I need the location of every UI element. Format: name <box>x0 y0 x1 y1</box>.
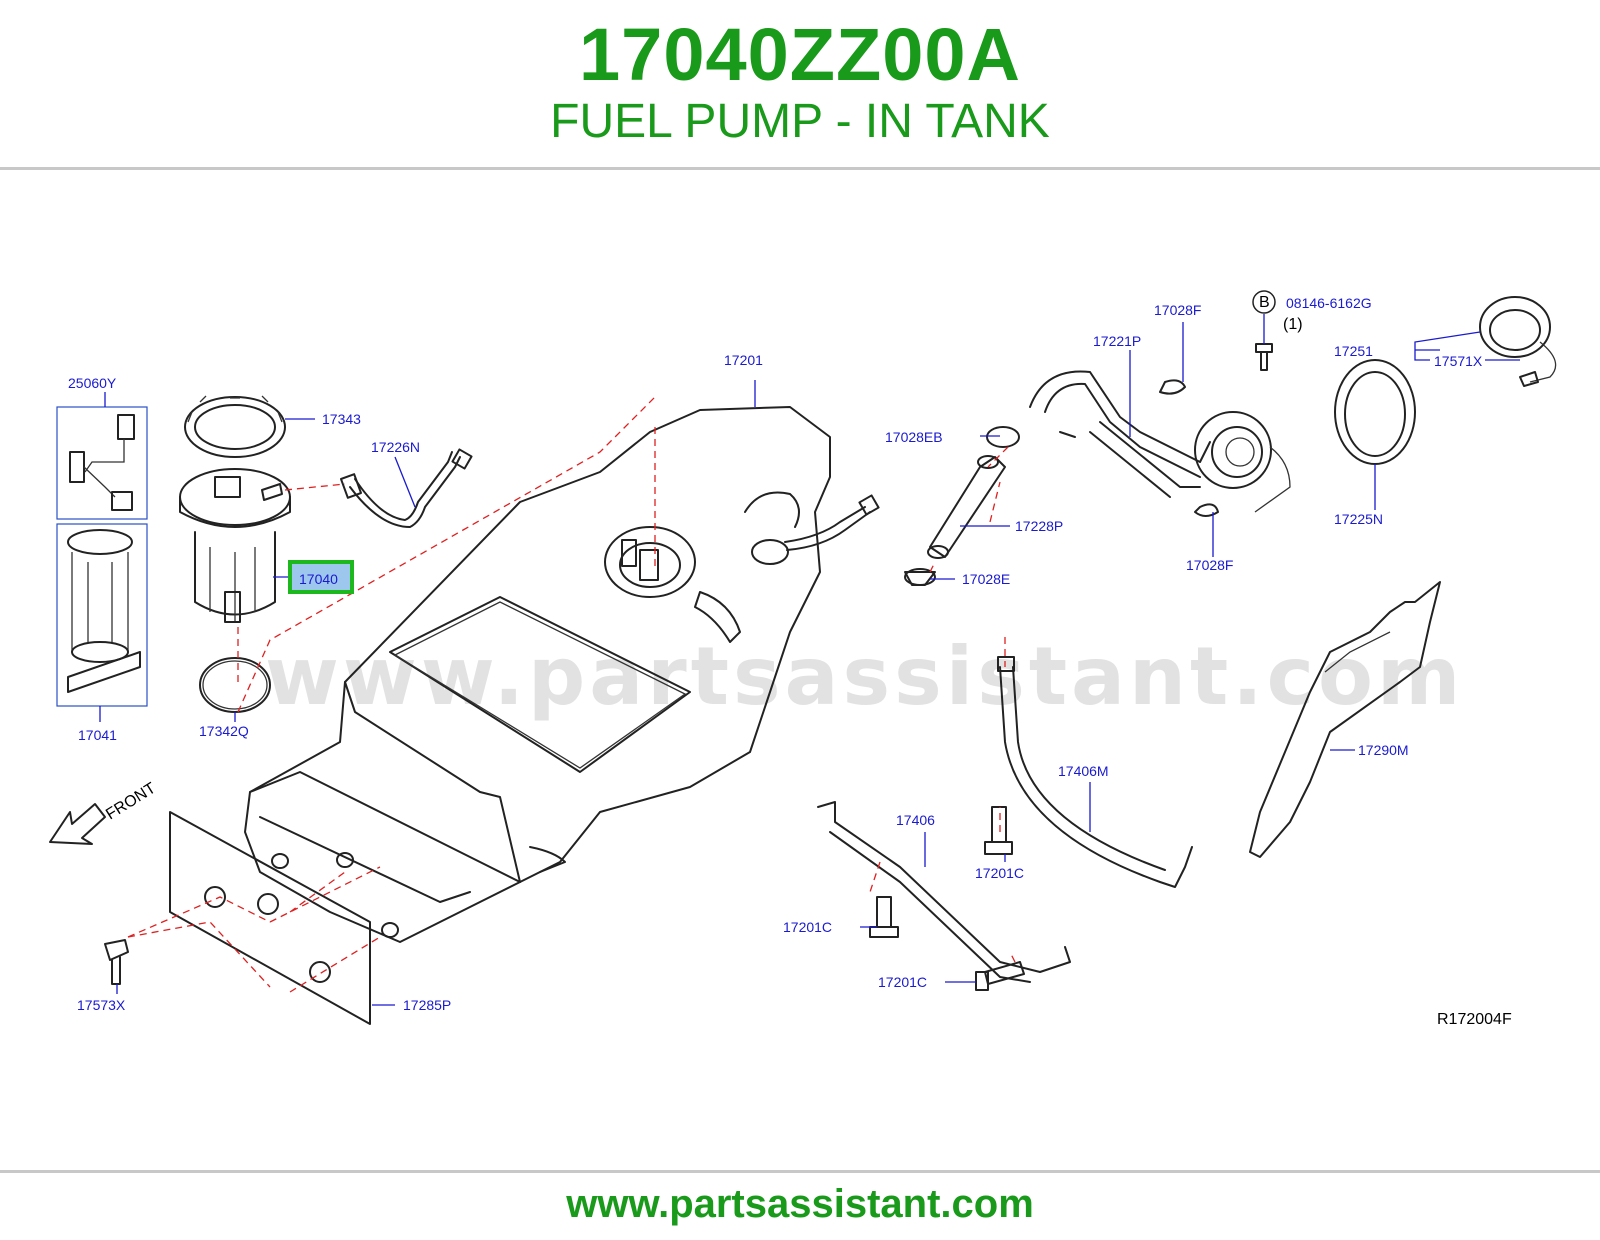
callout-17221p[interactable]: 17221P <box>1093 333 1141 349</box>
filler-tube-drawing <box>1029 370 1291 517</box>
bolt-08146-drawing: B <box>1252 290 1276 371</box>
grommet-drawing <box>1334 359 1416 465</box>
callout-17285p[interactable]: 17285P <box>403 997 451 1013</box>
callout-17290m[interactable]: 17290M <box>1358 742 1409 758</box>
callout-17571x[interactable]: 17571X <box>1434 353 1483 369</box>
callout-08146-6162g[interactable]: 08146-6162G <box>1286 295 1372 311</box>
callout-17251[interactable]: 17251 <box>1334 343 1373 359</box>
callout-17041[interactable]: 17041 <box>78 727 117 743</box>
callout-17343[interactable]: 17343 <box>322 411 361 427</box>
watermark: www.partsassistant.com <box>265 630 1464 723</box>
sender-unit-box <box>56 406 148 520</box>
bolts-17201c-drawing <box>869 806 1025 991</box>
part-description: FUEL PUMP - IN TANK <box>550 95 1050 148</box>
callout-17201[interactable]: 17201 <box>724 352 763 368</box>
callout-17406[interactable]: 17406 <box>896 812 935 828</box>
callout-25060y[interactable]: 25060Y <box>68 375 117 391</box>
front-label: FRONT <box>103 780 159 824</box>
callout-08146-qty: (1) <box>1283 316 1303 333</box>
fuel-pump-drawing <box>179 395 291 713</box>
pump-module-box <box>56 523 148 707</box>
heat-shield-drawing <box>1249 581 1441 858</box>
pump-module-drawing <box>67 529 141 693</box>
callout-17342q[interactable]: 17342Q <box>199 723 249 739</box>
strap-17406m-drawing <box>997 656 1193 888</box>
clip-17573x-drawing <box>104 939 129 985</box>
footer-divider <box>0 1170 1600 1173</box>
callout-17226n[interactable]: 17226N <box>371 439 420 455</box>
front-arrow-icon <box>49 803 106 845</box>
callout-17028f-bottom[interactable]: 17028F <box>1186 557 1233 573</box>
bolt-marker-b: B <box>1259 294 1270 311</box>
strap-17406-drawing <box>817 801 1071 983</box>
callout-17028e[interactable]: 17028E <box>962 571 1010 587</box>
part-number-title: 17040ZZ00A <box>579 13 1021 96</box>
callout-17028f-top[interactable]: 17028F <box>1154 302 1201 318</box>
callout-17406m[interactable]: 17406M <box>1058 763 1109 779</box>
hose-17226n-drawing <box>340 448 473 528</box>
fuel-tank-drawing <box>244 406 880 943</box>
callout-17228p[interactable]: 17228P <box>1015 518 1063 534</box>
sender-unit-drawing <box>69 414 135 511</box>
callout-17201c-a[interactable]: 17201C <box>975 865 1024 881</box>
callout-17028eb[interactable]: 17028EB <box>885 429 943 445</box>
callout-17225n[interactable]: 17225N <box>1334 511 1383 527</box>
callout-labels: 25060Y 17041 17343 17226N 17040 17342Q 1… <box>68 295 1483 1013</box>
protector-plate-drawing <box>169 811 371 1025</box>
highlight-17040-box[interactable] <box>288 560 354 594</box>
callout-leaders <box>99 314 1520 1006</box>
callout-17201c-b[interactable]: 17201C <box>783 919 832 935</box>
header-divider <box>0 167 1600 170</box>
assembly-guide-lines <box>127 396 1016 993</box>
parts-diagram: www.partsassistant.com <box>0 272 1600 1072</box>
fuel-cap-drawing <box>1479 296 1557 387</box>
filler-hose-drawing <box>904 426 1020 586</box>
diagram-reference-code: R172004F <box>1437 1011 1512 1028</box>
callout-17040[interactable]: 17040 <box>299 571 338 587</box>
footer-url-link[interactable]: www.partsassistant.com <box>566 1182 1034 1226</box>
parts-diagram-svg: www.partsassistant.com <box>49 290 1557 1028</box>
callout-17573x[interactable]: 17573X <box>77 997 126 1013</box>
callout-17201c-c[interactable]: 17201C <box>878 974 927 990</box>
page-header: 17040ZZ00A FUEL PUMP - IN TANK <box>0 0 1600 168</box>
